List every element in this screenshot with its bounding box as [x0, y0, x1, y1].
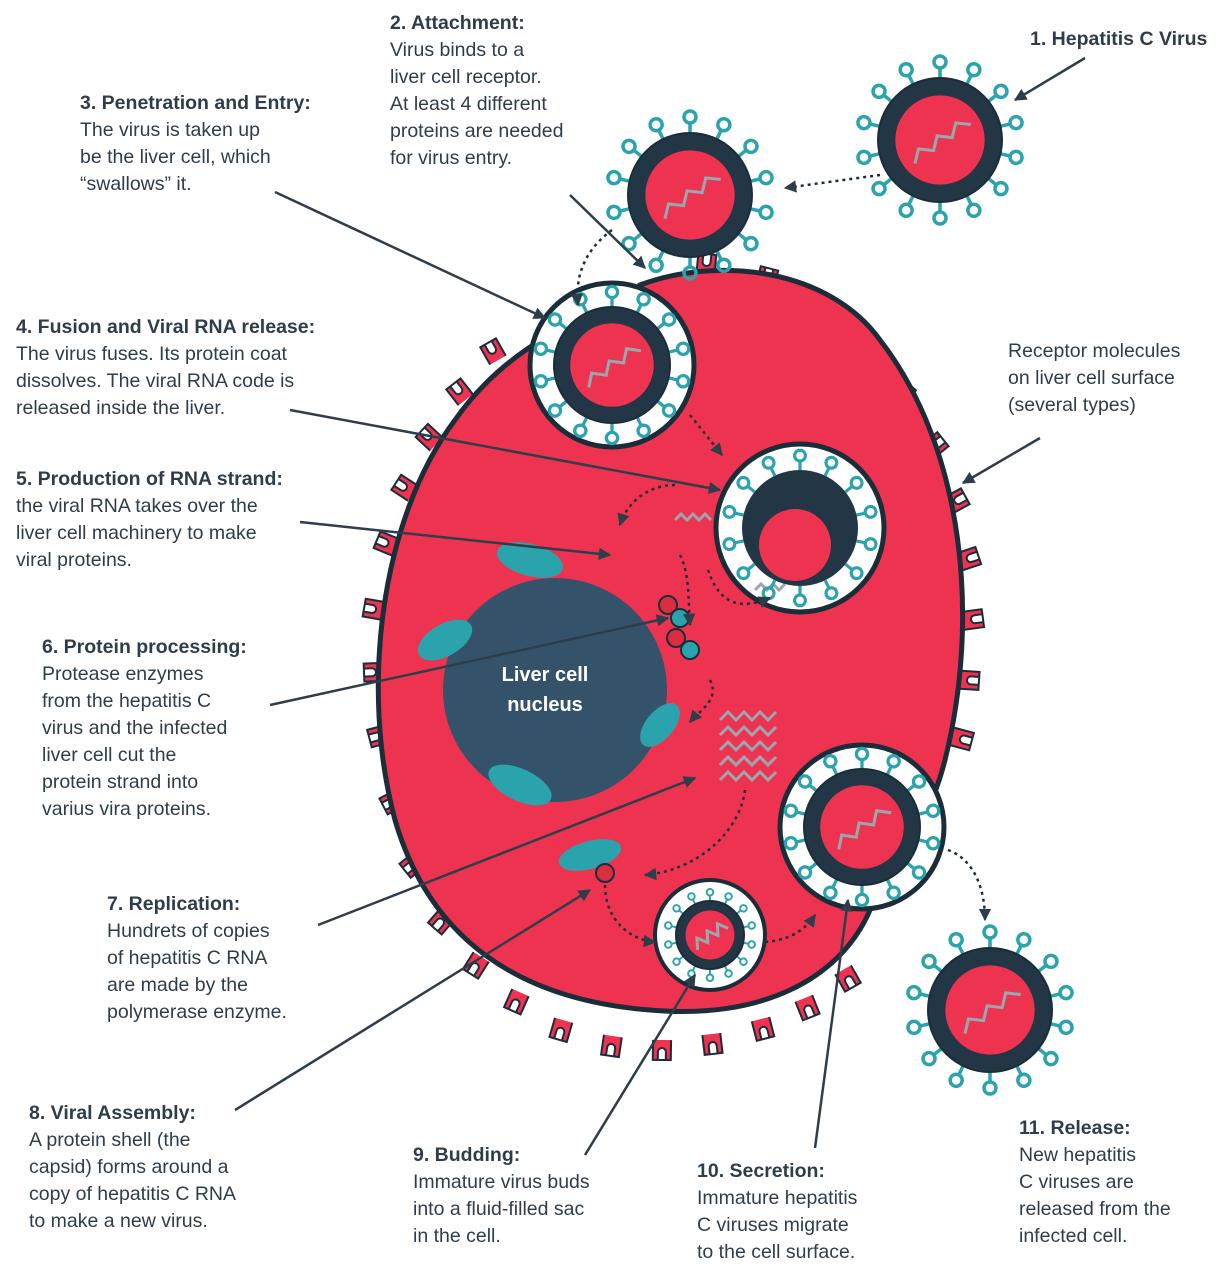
receptor-molecule	[478, 337, 507, 366]
receptor-molecule	[444, 377, 474, 406]
receptor-molecule	[961, 608, 986, 631]
hepatitis-c-virus	[855, 54, 1025, 226]
receptor-molecule	[958, 669, 981, 691]
receptor-molecule	[548, 1017, 574, 1044]
label-budding: 9. Budding: Immature virus buds into a f…	[413, 1144, 590, 1247]
fusing-virus	[721, 448, 879, 608]
label-release: 11. Release: New hepatitis C viruses are…	[1019, 1117, 1171, 1247]
receptor-molecule	[834, 964, 863, 993]
receptor-molecule	[949, 726, 976, 752]
label-viral-assembly: 8. Viral Assembly: A protein shell (the …	[29, 1102, 237, 1232]
nucleus-label: Liver cell nucleus	[501, 664, 589, 716]
receptor-molecule	[599, 1034, 623, 1059]
protein-chain	[595, 595, 700, 883]
secreting-virus	[782, 746, 942, 908]
leader-lines	[234, 56, 1086, 1156]
label-hepatitis-c-virus: 1. Hepatitis C Virus	[1030, 28, 1208, 50]
movement-arrows	[570, 173, 992, 948]
label-receptor-molecules: Receptor molecules on liver cell surface…	[1008, 340, 1181, 416]
attaching-virus	[605, 109, 775, 281]
rna-copies	[673, 511, 787, 783]
receptor-molecule	[651, 1039, 673, 1062]
label-replication: 7. Replication: Hundrets of copies of he…	[107, 893, 287, 1023]
label-attachment: 2. Attachment: Virus binds to a liver ce…	[390, 12, 564, 169]
released-virus	[905, 924, 1075, 1096]
receptor-molecule	[361, 597, 386, 621]
label-rna-production: 5. Production of RNA strand: the viral R…	[16, 468, 283, 571]
ribosome-shapes	[417, 542, 680, 871]
budding-virus	[663, 887, 757, 983]
receptor-molecule	[502, 988, 530, 1016]
label-penetration-entry: 3. Penetration and Entry: The virus is t…	[80, 92, 311, 195]
label-secretion: 10. Secretion: Immature hepatitis C viru…	[697, 1160, 858, 1263]
entering-virus	[532, 284, 692, 446]
receptor-molecule	[794, 994, 821, 1022]
label-protein-processing: 6. Protein processing: Protease enzymes …	[42, 636, 247, 820]
liver-cell-nucleus	[443, 578, 667, 802]
label-fusion-rna-release: 4. Fusion and Viral RNA release: The vir…	[16, 316, 316, 419]
receptor-molecule	[750, 1016, 776, 1043]
receptor-molecule	[414, 422, 444, 452]
receptor-molecule	[701, 1032, 724, 1057]
receptor-molecule	[372, 530, 400, 557]
